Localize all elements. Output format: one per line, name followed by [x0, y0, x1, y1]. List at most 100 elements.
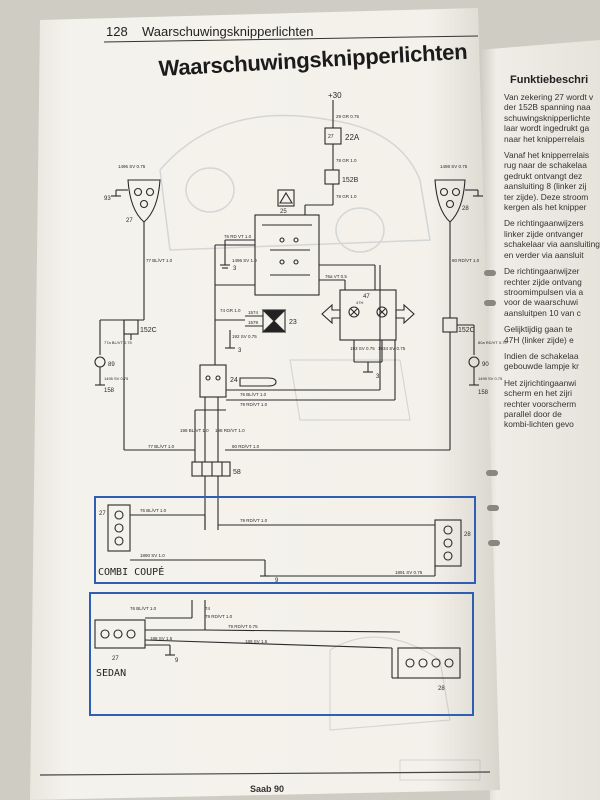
label-combi-ground-9: 9 — [275, 578, 279, 584]
label-lamp-89: 89 — [108, 362, 115, 368]
side-line: Indien de schakelaa — [504, 350, 579, 361]
label-w-1574: 1574 — [248, 310, 259, 315]
side-line: parallel door de — [504, 408, 562, 419]
side-line: naar het knipperrelais — [504, 133, 585, 144]
side-heading: Funktiebeschri — [510, 74, 589, 86]
label-w-80-rd: 80 RD/VT 1.0 — [452, 258, 480, 263]
side-line: en verder via aansluit — [504, 249, 584, 260]
label-switch-25: 25 — [280, 209, 287, 215]
side-line: schakelaar via aansluiting L op de schak… — [504, 239, 600, 250]
side-line: Van zekering 27 wordt v — [504, 92, 594, 102]
label-sedan-28: 28 — [438, 686, 445, 692]
side-line: scherm en het zijri — [504, 388, 572, 399]
label-w-1934: 1934 SV 0.75 — [378, 346, 406, 351]
label-w-78-top: 78 GR 1.0 — [336, 158, 357, 163]
side-line: laar wordt ingedrukt ga — [504, 123, 590, 134]
label-conn-152c-left: 152C — [140, 327, 157, 334]
label-conn-152c-right: 152C — [458, 327, 475, 334]
side-line: gedrukt ontvangt dez — [504, 170, 583, 181]
label-ground-158-left: 158 — [104, 388, 115, 394]
label-s-w-79b: 79 RD/VT 0.75 — [228, 624, 258, 629]
page-header: 128 Waarschuwingsknipperlichten — [100, 18, 480, 44]
label-lamp-28-right: 28 — [462, 206, 469, 212]
label-s-w-79: 79 RD/VT 1.0 — [205, 614, 233, 619]
side-line: rechter voorscherm — [504, 398, 577, 409]
label-relay-47h: 47H — [356, 300, 363, 305]
side-line: gebouwde lampje kr — [504, 361, 579, 372]
side-line: kergen als het knipper — [504, 202, 587, 213]
label-w-74: 74 GR 1.0 — [220, 308, 241, 313]
label-sedan: SEDAN — [96, 668, 126, 679]
side-line: kombi-lichten gevo — [504, 419, 574, 430]
side-line: voor de waarschuwi — [504, 297, 579, 308]
label-fuse-27: 27 — [328, 134, 334, 140]
side-line: rug naar de schakelaa — [504, 160, 587, 171]
label-w-76-rd: 76 RD VT 1.0 — [224, 234, 252, 239]
side-line: Het zijrichtingaanwi — [504, 377, 577, 388]
side-line: schuwingsknipperlichte — [504, 112, 591, 123]
label-w-77-bottom: 77 BL/VT 1.0 — [148, 444, 175, 449]
label-combi-28: 28 — [464, 532, 471, 538]
sedan-frame — [89, 592, 474, 716]
label-w-77a: 77a BL/VT 0.75 — [104, 340, 133, 345]
side-line: 47H (linker zijde) e — [504, 334, 574, 345]
label-w-29: 29 GR 0.75 — [336, 114, 360, 119]
label-s-w-74: 74 — [205, 606, 211, 611]
label-w-1495: 1495 SV 0.75 — [104, 376, 129, 381]
header-title: Waarschuwingsknipperlichten — [142, 24, 314, 39]
label-s-w-189: 189 SV 1.5 — [245, 639, 268, 644]
label-ground-93: 93 — [104, 196, 111, 202]
side-line: aansluiting 8 (linker zij — [504, 181, 587, 192]
label-c-w-76: 76 BL/VT 1.0 — [140, 508, 167, 513]
label-w-80-bottom: 80 RD/VT 1.0 — [232, 444, 260, 449]
label-conn-58: 58 — [233, 469, 241, 476]
label-w-79-rd: 79 RD/VT 1.0 — [240, 402, 268, 407]
label-w-77-bl: 77 BL/VT 1.0 — [146, 258, 173, 263]
side-line: aansluitpen 10 van c — [504, 307, 581, 318]
label-supply: +30 — [328, 91, 342, 100]
label-ground-3-b: 3 — [238, 348, 242, 354]
side-line: stroomimpulsen via a — [504, 286, 584, 297]
label-w-1499: 1499 SV 0.75 — [478, 376, 503, 381]
label-comp-23: 23 — [289, 319, 297, 326]
label-sedan-ground-9: 9 — [175, 658, 179, 664]
page-number: 128 — [106, 24, 128, 39]
label-s-w-76: 76 BL/VT 1.0 — [130, 606, 157, 611]
side-line: linker zijde ontvanger — [504, 228, 584, 239]
label-w-1496: 1496 SV 0.75 — [118, 164, 146, 169]
label-w-76a: 76a VT 0.5 — [325, 274, 347, 279]
label-s-w-188: 188 SV 1.5 — [150, 636, 173, 641]
label-c-w-1891: 1891 SV 0.75 — [395, 570, 423, 575]
label-w-78-mid: 78 GR 1.0 — [336, 194, 357, 199]
side-line: Gelijktijdig gaan te — [504, 324, 573, 335]
side-line: der 152B spanning naa — [504, 102, 591, 113]
label-ground-158-right: 158 — [478, 390, 489, 396]
label-w-80a: 80a RD/VT 0.75 — [478, 340, 507, 345]
label-lamp-27-left: 27 — [126, 218, 133, 224]
label-c-w-1890: 1890 SV 1.0 — [140, 553, 165, 558]
side-line: De richtingaanwijzers — [504, 218, 584, 229]
side-line: ter zijde). Deze stroom — [504, 191, 589, 202]
label-w-1496-mid: 1496 SV 1.0 — [232, 258, 257, 263]
label-w-192: 192 SV 0.75 — [232, 334, 257, 339]
label-w-193: 193 SV 0.75 — [350, 346, 375, 351]
label-lamp-90: 90 — [482, 362, 489, 368]
label-comp-24: 24 — [230, 377, 238, 384]
footer-text: Saab 90 — [250, 784, 285, 794]
label-combi-27: 27 — [99, 511, 106, 517]
label-w-1579: 1579 — [248, 320, 259, 325]
label-w-76-bl: 76 BL/VT 1.0 — [240, 392, 267, 397]
label-152b: 152B — [342, 177, 359, 184]
label-ground-3-a: 3 — [233, 266, 237, 272]
combi-coupe-frame — [94, 496, 476, 584]
